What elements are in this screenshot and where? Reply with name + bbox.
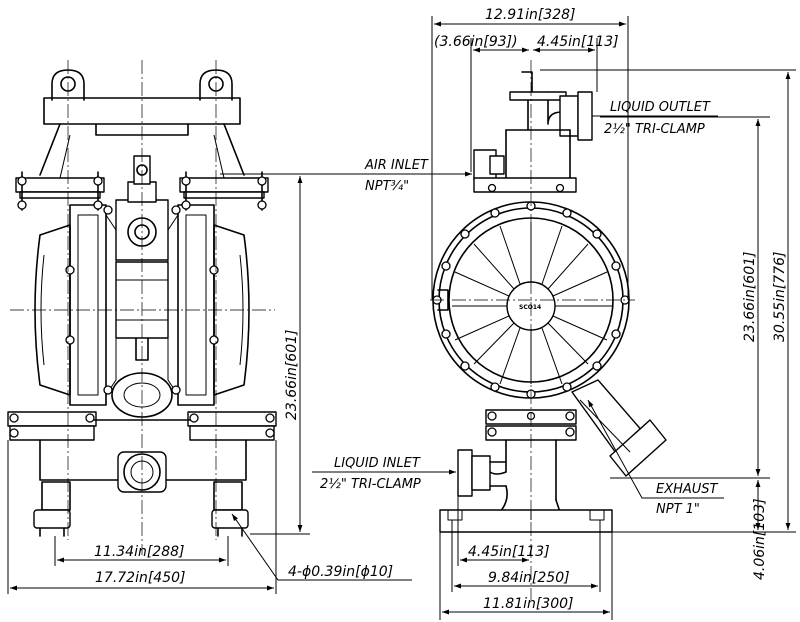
front-foot-span-label: 11.34in[288] [94,544,185,560]
air-inlet-fitting [473,149,505,181]
front-dim-overall-width: 17.72in[450] [7,440,277,594]
air-inlet-size: NPT¾" [365,179,409,194]
callout-exhaust: EXHAUST NPT 1" [587,399,724,517]
front-holes-label: 4-ϕ0.39in[ϕ10] [288,564,393,580]
side-view: SCO14 [300,7,796,620]
front-centerlines [10,60,275,555]
exhaust-label: EXHAUST [656,482,719,497]
right-chamber [167,204,250,406]
side-exhaust-height-label: 4.06in[103] [752,498,768,580]
side-dim-base-outer: 11.81in[300] [439,532,613,620]
side-dim-base-inner: 9.84in[250] [451,520,601,592]
side-base-outer-label: 11.81in[300] [483,596,574,612]
exhaust-size: NPT 1" [656,502,700,517]
side-dim-exhaust-height: 4.06in[103] [752,480,768,580]
front-overall-width-label: 17.72in[450] [95,570,186,586]
side-dim-inlet-offset: 4.45in[113] [457,496,550,566]
side-lower-bolts [487,411,575,437]
liquid-outlet-size: 2½" TRI-CLAMP [604,122,705,137]
left-chamber [34,204,117,406]
exhaust-muffler [571,379,667,477]
air-inlet-label: AIR INLET [364,158,429,173]
side-dim-total-height: 30.55in[776] [540,69,796,533]
front-dim-foot-span: 11.34in[288] [54,536,229,566]
side-base-inner-label: 9.84in[250] [488,570,570,586]
front-foot-right [211,481,249,537]
side-base [439,509,613,533]
callout-liquid-outlet: LIQUID OUTLET 2½" TRI-CLAMP [592,100,718,137]
front-height-label: 23.66in[601] [284,330,300,421]
front-foot-left [33,481,71,537]
liquid-inlet-pipe [457,439,561,513]
side-chamber-bolts [432,183,630,399]
front-dim-height: 23.66in[601] [220,173,310,535]
side-outlet-offset-label: 4.45in[113] [537,34,619,50]
side-dim-outlet-offset: 4.45in[113] [533,34,619,92]
side-upper-flange [473,177,577,193]
liquid-outlet-label: LIQUID OUTLET [610,100,711,115]
liquid-outlet-pipe [505,71,593,179]
side-height-label: 23.66in[601] [742,252,758,343]
side-inlet-offset-label: 4.45in[113] [468,544,550,560]
nameplate-text: SCO14 [519,304,541,311]
side-air-offset-label: (3.66in[93]) [434,34,518,50]
liquid-inlet-label: LIQUID INLET [334,456,421,471]
liquid-inlet-size: 2½" TRI-CLAMP [320,477,421,492]
callout-air-inlet: AIR INLET NPT¾" [300,158,472,194]
side-dim-overall-depth: 12.91in[328] [431,7,629,300]
side-dim-height: 23.66in[601] [600,116,770,479]
callout-liquid-inlet: LIQUID INLET 2½" TRI-CLAMP [312,456,456,492]
side-dim-air-offset: (3.66in[93]) [434,34,529,172]
side-overall-depth-label: 12.91in[328] [485,7,576,23]
side-total-height-label: 30.55in[776] [772,252,788,343]
side-centerlines [430,60,635,600]
front-view: 23.66in[601] 11.34in[288] 17.72in[450] 4… [7,60,412,594]
front-dim-holes: 4-ϕ0.39in[ϕ10] [231,513,412,581]
